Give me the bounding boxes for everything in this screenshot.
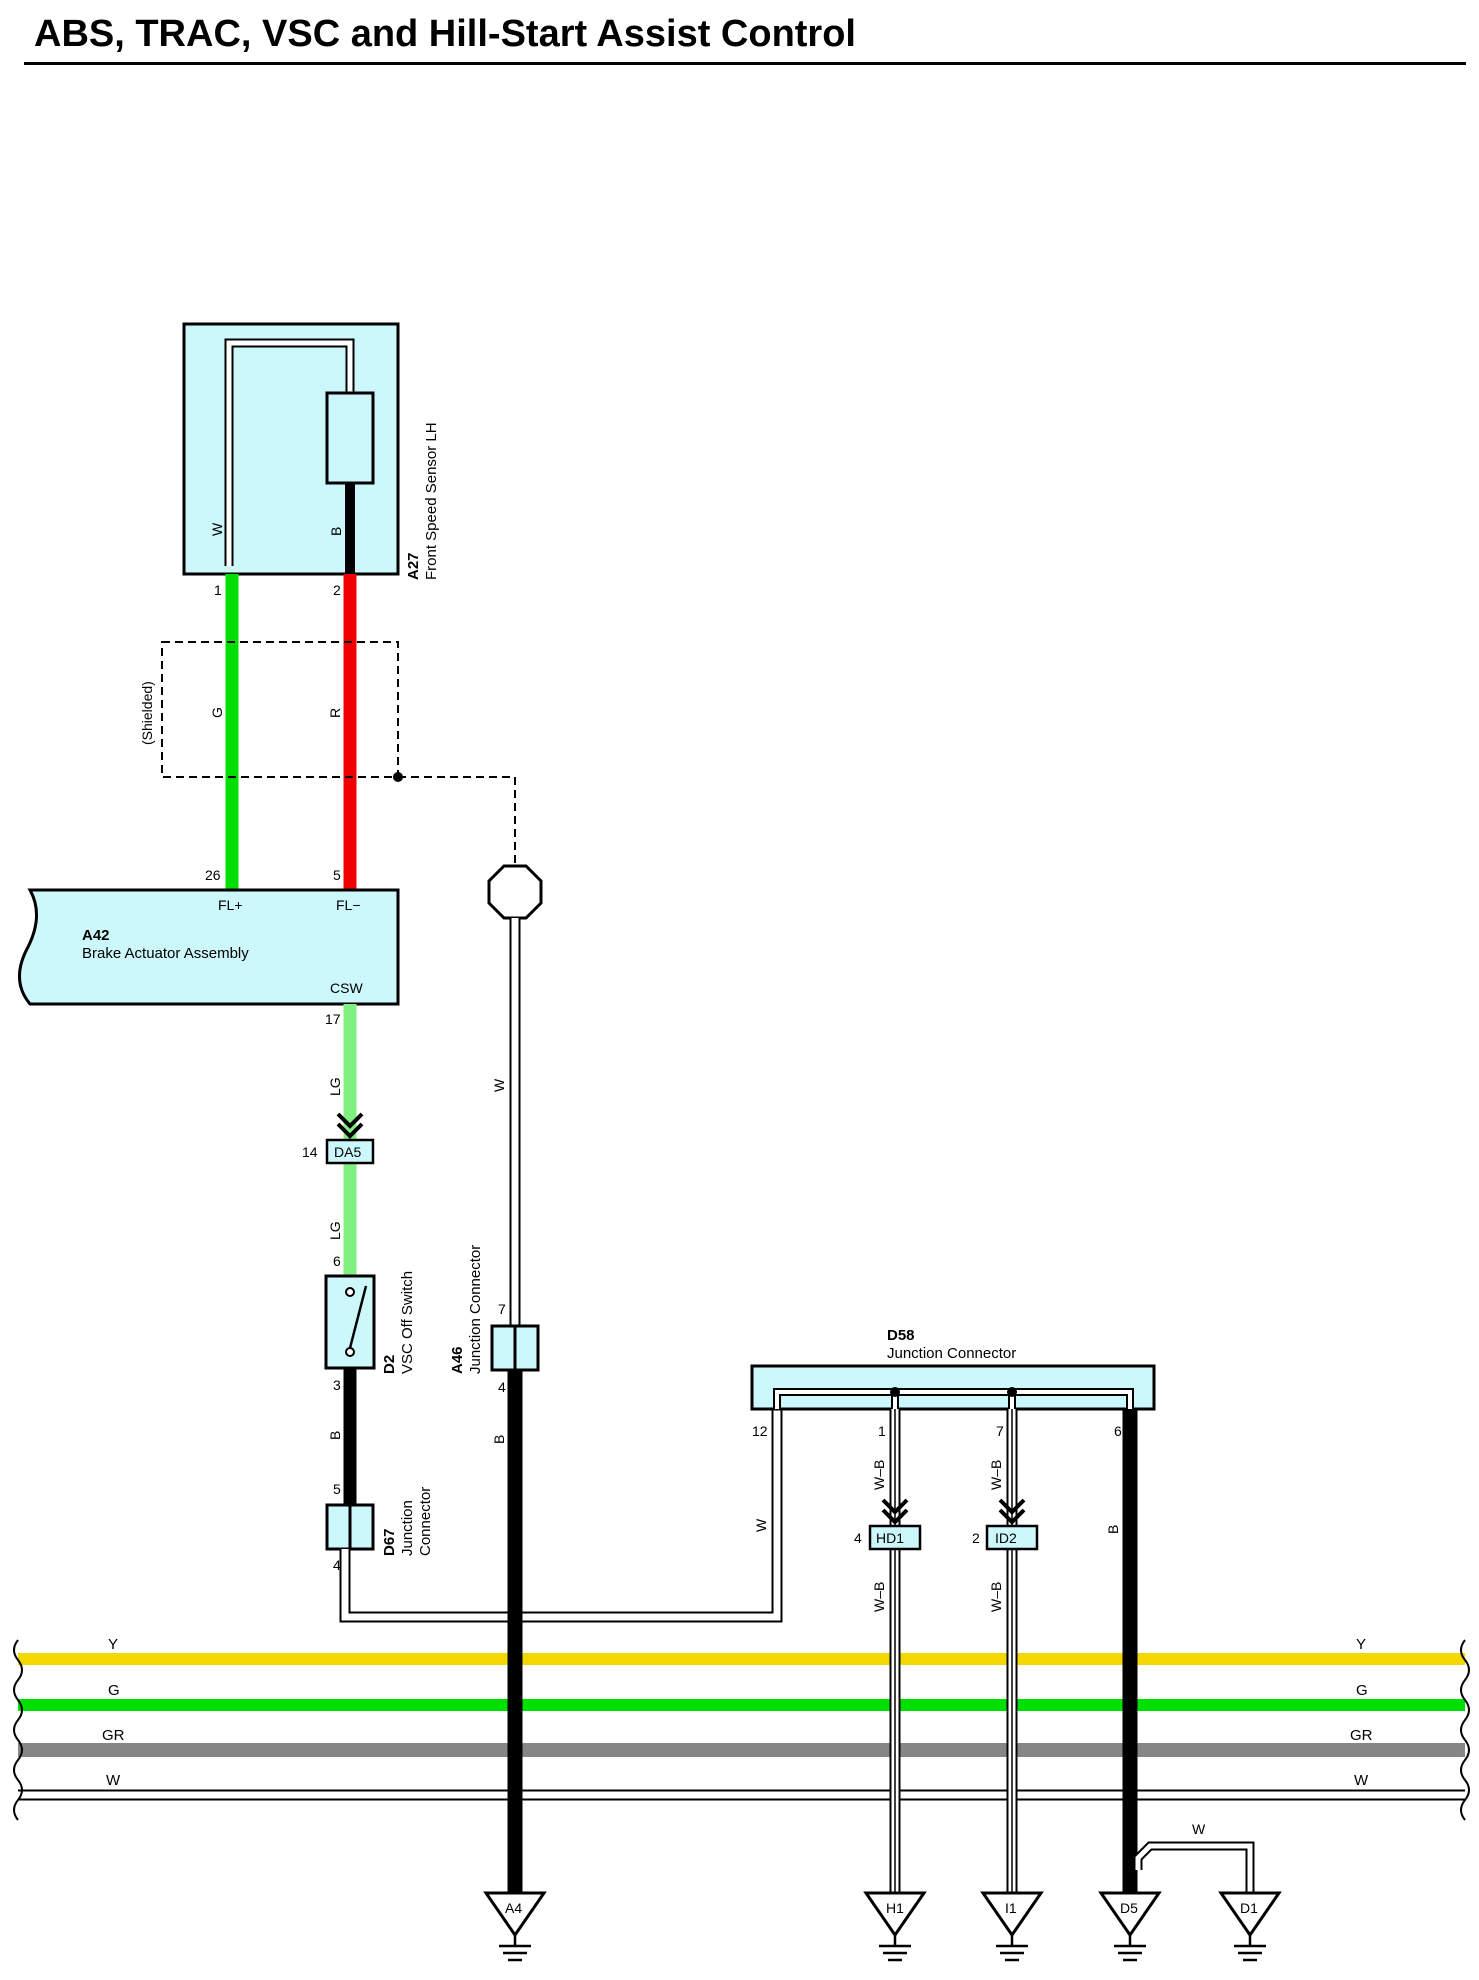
bus-label-w-left: W: [106, 1772, 121, 1789]
wire-w-d1-fill: [1135, 1843, 1253, 1893]
a46-wire-top-label: W: [491, 1078, 507, 1092]
hd1-code: HD1: [876, 1530, 904, 1546]
a42-csw: CSW: [330, 980, 363, 996]
ground-i1-label: I1: [1005, 1900, 1017, 1916]
shield-label: (Shielded): [139, 681, 155, 745]
bus-break-right: [1460, 1639, 1470, 1821]
ground-d5-label: D5: [1120, 1900, 1138, 1916]
d58-wire12-label: W: [753, 1518, 769, 1532]
bus-break-left: [13, 1639, 23, 1821]
bus-label-g-left: G: [108, 1682, 120, 1699]
d58-wire1-label: W–B: [871, 1460, 887, 1490]
page-title: ABS, TRAC, VSC and Hill-Start Assist Con…: [34, 13, 856, 55]
d67-code: D67: [381, 1528, 398, 1556]
id2-wire-label: W–B: [988, 1582, 1004, 1612]
a27-name: Front Speed Sensor LH: [423, 422, 440, 580]
ground-d1-label: D1: [1240, 1900, 1258, 1916]
wire-w-d67-d58-fill: [341, 1409, 781, 1621]
d2-vsc-off-switch: 6 D2 VSC Off Switch 3: [324, 1253, 416, 1393]
d2-name: VSC Off Switch: [399, 1271, 416, 1374]
da5-wire-below: LG: [327, 1221, 343, 1240]
d58-pin1: 1: [878, 1423, 886, 1439]
a27-inner-w-label: W: [209, 522, 225, 536]
a42-pin5: 5: [333, 867, 341, 883]
d67-pin5: 5: [333, 1481, 341, 1497]
ground-h1: H1: [863, 1891, 927, 1962]
da5-connector: DA5 14: [302, 1112, 375, 1165]
a46-pin7: 7: [498, 1301, 506, 1317]
d58-wire7-label: W–B: [988, 1460, 1004, 1490]
bus-wires: Y G GR W Y G GR W: [13, 1636, 1470, 1821]
a27-code: A27: [405, 552, 422, 580]
a27-pin1: 1: [214, 582, 222, 598]
da5-pin: 14: [302, 1144, 318, 1160]
a27-pin2: 2: [333, 582, 341, 598]
a42-fl-plus: FL+: [218, 897, 243, 913]
d58-pin6: 6: [1114, 1423, 1122, 1439]
d67-name-line1: Junction: [399, 1500, 416, 1556]
d58-name: Junction Connector: [887, 1345, 1016, 1362]
shield: (Shielded) G R: [139, 641, 516, 866]
a42-brake-actuator: 26 5 FL+ FL− A42 Brake Actuator Assembly…: [18, 867, 400, 1027]
shield-wire-r: R: [327, 708, 343, 718]
wire-w-d1: [1133, 1841, 1255, 1893]
d58-wire6-label: B: [1105, 1525, 1121, 1534]
da5-wire-above: LG: [327, 1077, 343, 1096]
bus-label-g-right: G: [1356, 1682, 1368, 1699]
a27-front-speed-sensor: W B A27 Front Speed Sensor LH 1 2: [182, 322, 440, 598]
da5-code: DA5: [334, 1144, 361, 1160]
a42-pin26: 26: [205, 867, 221, 883]
id2-code: ID2: [995, 1530, 1017, 1546]
a42-fl-minus: FL−: [336, 897, 361, 913]
a42-name: Brake Actuator Assembly: [82, 945, 249, 962]
a46-junction-connector: 7 A46 Junction Connector 4: [449, 1245, 540, 1395]
a42-code: A42: [82, 927, 110, 944]
ground-d5: D5: [1098, 1891, 1162, 1962]
d58-pin12: 12: [752, 1423, 768, 1439]
shield-wire-g: G: [209, 707, 225, 718]
hd1-connector: HD1 4: [854, 1498, 922, 1551]
hd1-wire-label: W–B: [871, 1582, 887, 1612]
d2-code: D2: [381, 1355, 398, 1374]
a27-inner-b-label: B: [328, 527, 344, 536]
a46-pin4: 4: [498, 1379, 506, 1395]
d2-pin3: 3: [333, 1377, 341, 1393]
bus-label-y-left: Y: [108, 1636, 118, 1653]
ground-a4: A4: [483, 1891, 547, 1962]
id2-pin: 2: [972, 1530, 980, 1546]
d58-pin7: 7: [996, 1423, 1004, 1439]
title-rule: [24, 62, 1466, 65]
ground-d1: D1: [1218, 1891, 1282, 1962]
bus-label-gr-left: GR: [102, 1727, 125, 1744]
bus-label-y-right: Y: [1356, 1636, 1366, 1653]
bus-label-w-right: W: [1354, 1772, 1369, 1789]
d67-pin4: 4: [333, 1557, 341, 1573]
d2-pin6: 6: [333, 1253, 341, 1269]
ground-i1: I1: [980, 1891, 1044, 1962]
id2-connector: ID2 2: [972, 1498, 1039, 1551]
ground-h1-label: H1: [886, 1900, 904, 1916]
ground-a4-label: A4: [505, 1900, 522, 1916]
d2-wire-b: B: [327, 1431, 343, 1440]
a42-pin17: 17: [325, 1011, 341, 1027]
d58-junction-connector: D58 Junction Connector 12 1 7 6: [750, 1327, 1156, 1439]
a46-name: Junction Connector: [467, 1245, 484, 1374]
d58-code: D58: [887, 1327, 915, 1344]
bus-label-gr-right: GR: [1350, 1727, 1373, 1744]
d1-wire-label: W: [1192, 1821, 1206, 1837]
hd1-pin: 4: [854, 1530, 862, 1546]
shield-ground-terminal: [487, 864, 543, 920]
a46-code: A46: [449, 1346, 466, 1374]
a46-wire-bottom: B: [491, 1435, 507, 1444]
d67-junction-connector: 5 D67 Junction Connector 4: [325, 1481, 434, 1573]
d67-name-line2: Connector: [417, 1487, 434, 1556]
